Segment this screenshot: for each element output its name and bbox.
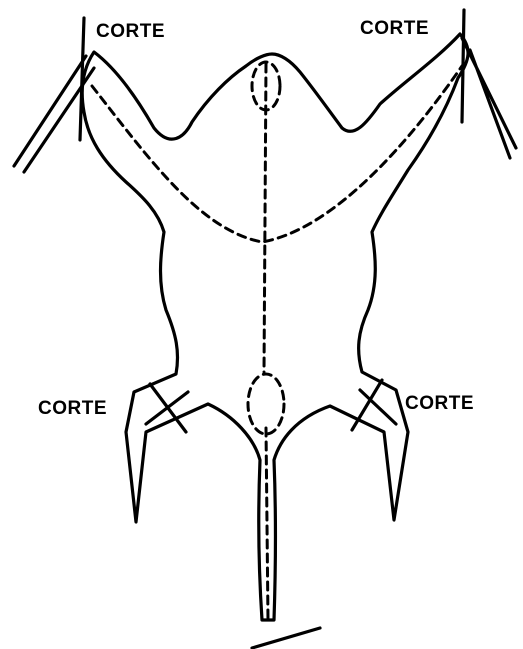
cut-mark-bottom-left bbox=[146, 384, 188, 432]
cut-label-bottom-left: CORTE bbox=[38, 398, 107, 420]
body-outline bbox=[82, 34, 468, 620]
incision-cloaca-oval bbox=[248, 374, 284, 434]
right-forelimb bbox=[462, 38, 516, 158]
cut-label-top-right: CORTE bbox=[360, 18, 429, 40]
cut-label-bottom-right: CORTE bbox=[405, 393, 474, 415]
base-line bbox=[252, 628, 320, 648]
incision-upper-arc bbox=[92, 66, 462, 242]
cut-label-top-left: CORTE bbox=[96, 21, 165, 43]
cut-mark-top-left bbox=[80, 18, 84, 140]
incision-center-line bbox=[264, 64, 268, 620]
